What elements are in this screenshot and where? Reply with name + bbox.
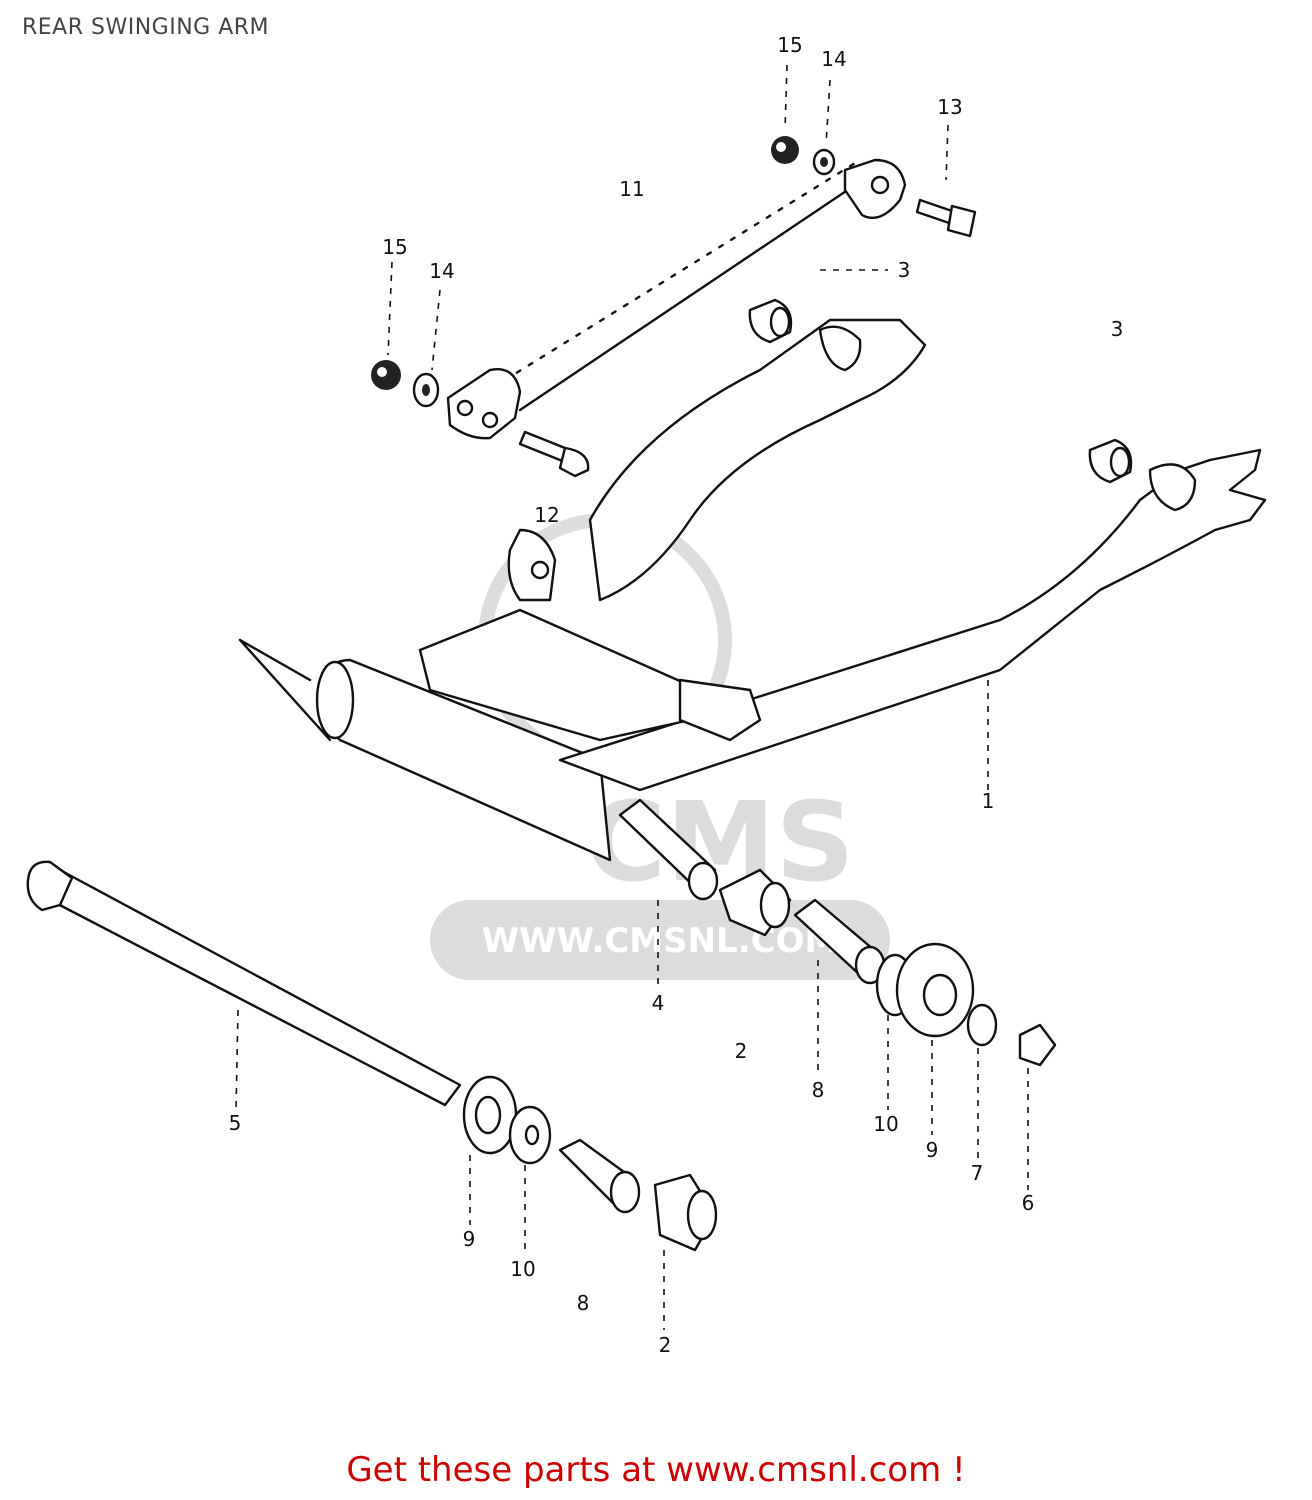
callout-10: 10 xyxy=(873,1112,898,1136)
part-14-washer-upper xyxy=(812,148,836,176)
callout-14: 14 xyxy=(821,47,846,71)
callout-3: 3 xyxy=(898,258,911,282)
page-title: REAR SWINGING ARM xyxy=(22,15,270,40)
part-2-bearing-right xyxy=(718,868,792,937)
part-3-bushing-left xyxy=(748,298,793,344)
part-7-washer xyxy=(966,1003,998,1047)
callout-2: 2 xyxy=(659,1333,672,1357)
part-14-washer-lower xyxy=(412,372,440,408)
part-8-sleeve-left xyxy=(558,1138,641,1214)
callout-6: 6 xyxy=(1022,1191,1035,1215)
part-6-nut xyxy=(1018,1023,1057,1067)
part-12-bolt xyxy=(518,430,590,478)
callout-4: 4 xyxy=(652,991,665,1015)
promo-link[interactable]: Get these parts at www.cmsnl.com ! xyxy=(346,1450,966,1490)
callout-12: 12 xyxy=(534,503,559,527)
torque-rod-bracket xyxy=(446,368,522,440)
callout-10: 10 xyxy=(510,1257,535,1281)
callout-8: 8 xyxy=(577,1291,590,1315)
callout-15: 15 xyxy=(382,235,407,259)
part-13-bolt xyxy=(915,198,977,238)
svg-text:WWW.CMSNL.COM: WWW.CMSNL.COM xyxy=(482,921,839,961)
exploded-parts-diagram: WWW.CMSNL.COM CMS xyxy=(26,33,1267,1357)
callout-7: 7 xyxy=(971,1161,984,1185)
callout-1: 1 xyxy=(982,789,995,813)
callout-2: 2 xyxy=(735,1039,748,1063)
part-1-swinging-arm xyxy=(238,318,1267,862)
callout-9: 9 xyxy=(926,1138,939,1162)
part-15-nut-lower xyxy=(371,360,401,390)
callout-13: 13 xyxy=(937,95,962,119)
callout-14: 14 xyxy=(429,259,454,283)
part-10-washer-left xyxy=(508,1105,552,1165)
part-15-nut-upper xyxy=(771,136,799,164)
part-11-torque-rod xyxy=(503,158,907,412)
part-3-bushing-right xyxy=(1088,438,1133,484)
callout-15: 15 xyxy=(777,33,802,57)
callout-3: 3 xyxy=(1111,317,1124,341)
part-9-cap-right xyxy=(895,942,975,1038)
svg-text:CMS: CMS xyxy=(585,778,854,906)
callout-8: 8 xyxy=(812,1078,825,1102)
leader-lines xyxy=(235,64,1029,1330)
callout-11: 11 xyxy=(619,177,644,201)
callout-labels: 15 14 13 11 15 14 3 3 12 1 4 2 8 10 9 7 … xyxy=(229,33,1124,1357)
part-2-bearing-left xyxy=(653,1173,718,1252)
part-5-pivot-shaft xyxy=(26,860,462,1107)
part-9-cap-left xyxy=(462,1075,518,1155)
callout-5: 5 xyxy=(229,1111,242,1135)
part-4-spacer xyxy=(618,798,719,901)
callout-9: 9 xyxy=(463,1227,476,1251)
